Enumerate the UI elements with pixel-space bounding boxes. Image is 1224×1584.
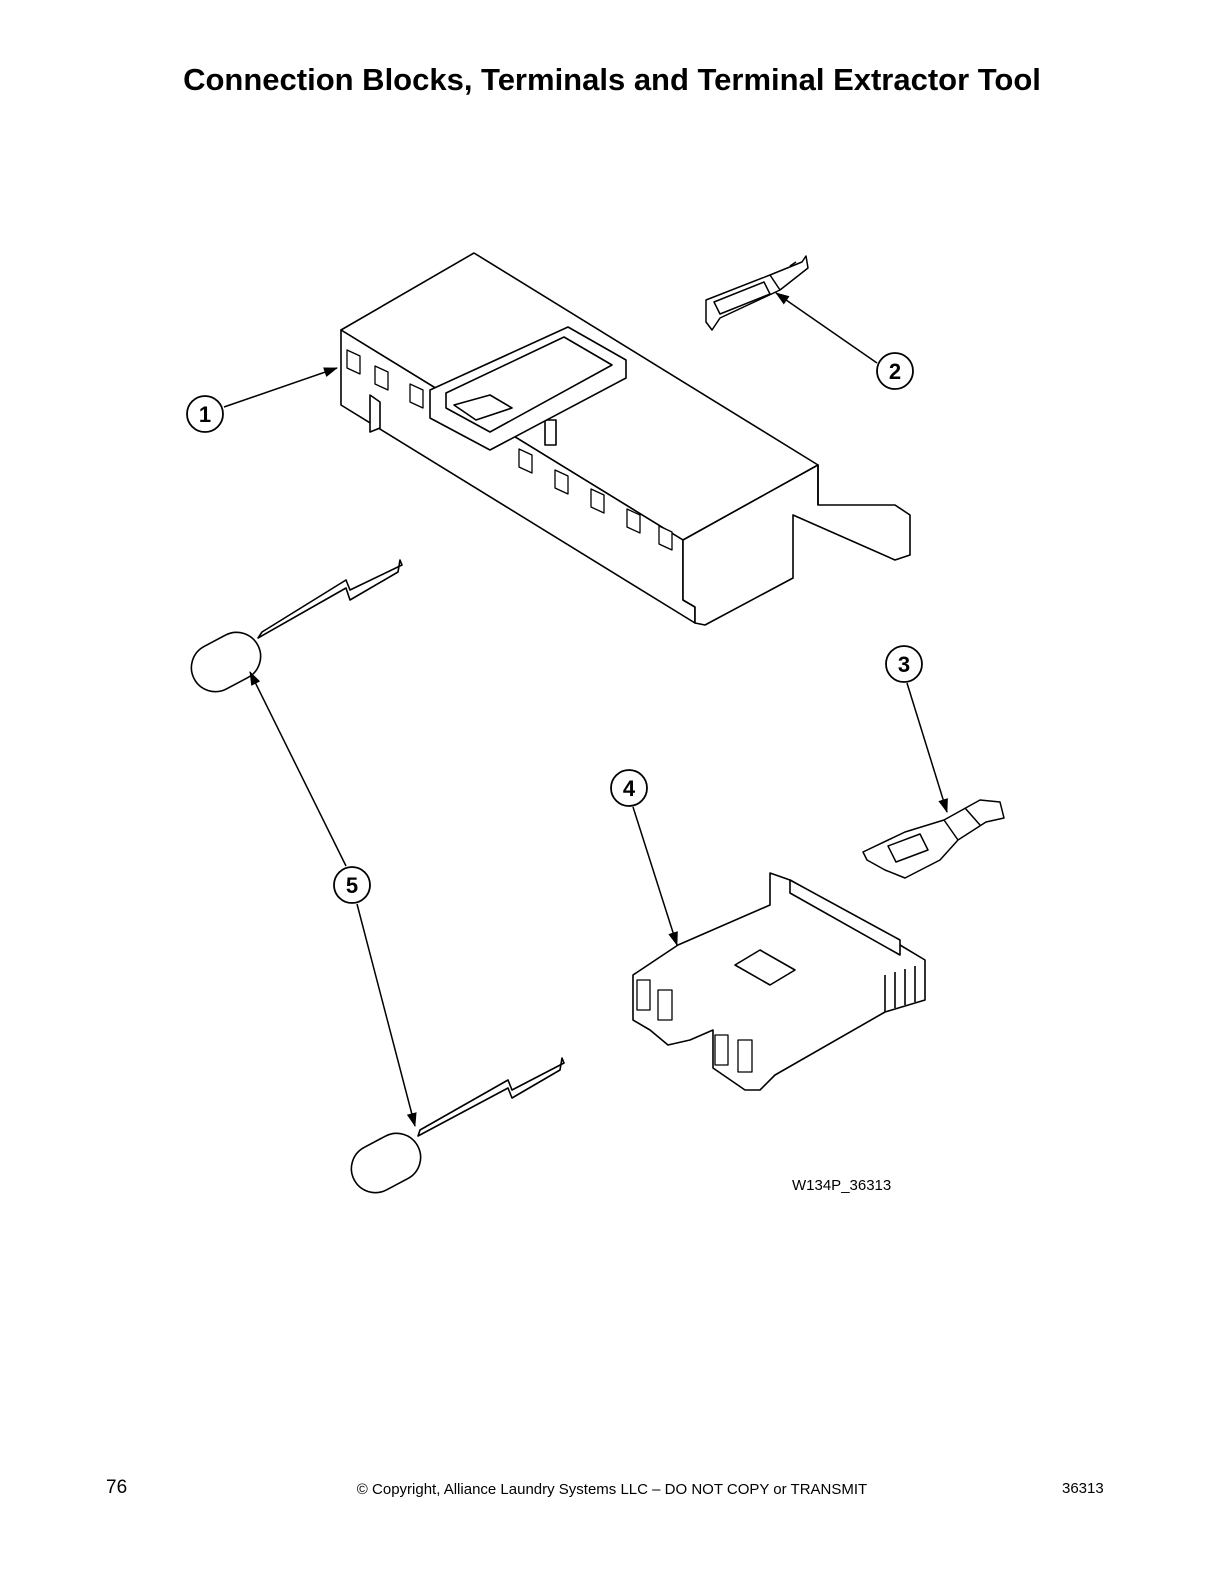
leader-lines — [223, 292, 948, 1127]
leader-1 — [223, 367, 338, 408]
callout-2: 2 — [876, 352, 914, 390]
callout-1: 1 — [186, 395, 224, 433]
leader-5-lower — [356, 903, 417, 1127]
leader-5-upper — [249, 671, 347, 867]
extractor-tool-upper — [190, 559, 403, 693]
copyright-notice: © Copyright, Alliance Laundry Systems LL… — [356, 1481, 868, 1498]
page-title: Connection Blocks, Terminals and Termina… — [183, 62, 1041, 97]
page-number: 76 — [106, 1477, 128, 1498]
leader-4 — [632, 806, 678, 946]
svg-text:4: 4 — [623, 776, 636, 801]
connection-block-small — [632, 872, 926, 1091]
terminal-part-3 — [862, 799, 1005, 879]
svg-text:3: 3 — [898, 652, 910, 677]
svg-text:2: 2 — [889, 359, 901, 384]
callout-5: 5 — [333, 866, 371, 904]
extractor-tool-lower — [350, 1057, 565, 1194]
callout-3: 3 — [885, 645, 923, 683]
connection-block-large — [340, 252, 911, 626]
document-number: 36313 — [1062, 1480, 1104, 1497]
leader-2 — [775, 292, 878, 364]
callout-4: 4 — [610, 769, 648, 807]
figure-id: W134P_36313 — [792, 1177, 891, 1194]
leader-3 — [906, 682, 948, 813]
terminal-part-2 — [705, 255, 809, 331]
svg-text:1: 1 — [199, 402, 211, 427]
svg-text:5: 5 — [346, 873, 358, 898]
